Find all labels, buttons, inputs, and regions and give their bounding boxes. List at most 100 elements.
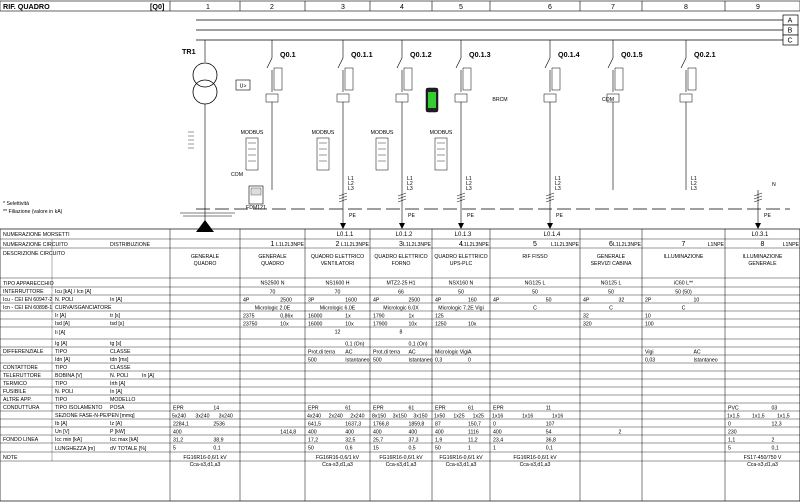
cell-value: 230: [728, 430, 737, 436]
row-sublabel: P [kW]: [110, 429, 126, 435]
header-code: [Q0]: [150, 2, 164, 11]
cell-value: 500: [373, 358, 382, 364]
cell-value: AC: [693, 350, 700, 356]
row-sublabel: Idn [A]: [55, 357, 71, 363]
row-sublabel: tdn [ms]: [110, 357, 129, 363]
circuit-description: FORNO: [392, 261, 411, 267]
cell-value: Micrologic 6.0E: [320, 306, 356, 312]
row-sublabel: POSA: [110, 405, 125, 411]
note-text: Cca-s3,d1,a3: [190, 462, 221, 468]
row-sublabel: Irth [A]: [110, 381, 126, 387]
phase-label: L1: [691, 176, 697, 182]
pe-label: PE: [556, 213, 563, 219]
cell-value: 50: [546, 298, 552, 304]
circuit-number: 4: [459, 241, 463, 248]
cell-value: 0,03: [645, 358, 655, 364]
cell-value: Vigi: [645, 350, 654, 356]
cell-value: 100: [645, 322, 654, 328]
phase-label: L3: [555, 186, 561, 192]
cell-value: 8: [400, 330, 403, 336]
row-label: NUMERAZIONE CIRCUITO: [3, 242, 68, 248]
cell-value: Istantaneo: [408, 358, 432, 364]
cell-value: 1x25: [453, 414, 464, 420]
phase-hatch: [456, 195, 466, 200]
note-text: Cca-s3,d1,a3: [747, 462, 778, 468]
circuit-number: 6: [609, 241, 613, 248]
cell-value: 400: [308, 430, 317, 436]
breaker-release: [336, 93, 350, 103]
terminal-code: L1L2L3NPE: [341, 242, 370, 248]
cell-value: MTZ2-25 H1: [386, 281, 415, 287]
breaker-release: [265, 93, 279, 103]
phase-hatch: [545, 198, 555, 203]
cell-value: 1116: [468, 430, 479, 436]
cell-value: 50: [458, 290, 464, 296]
phase-label: L2: [691, 181, 697, 187]
cell-value: 23750: [243, 322, 258, 328]
cell-value: 1790: [373, 314, 385, 320]
cell-value: 400: [435, 430, 444, 436]
header-column-number: 4: [400, 4, 404, 11]
phase-label: L1: [407, 176, 413, 182]
phase-hatch: [338, 198, 348, 203]
cell-value: 66: [398, 290, 404, 296]
cell-value: 125: [435, 314, 444, 320]
row-sublabel: TIPO: [55, 365, 67, 371]
breaker-Q0-2-1: Q0.2.1: [679, 40, 716, 190]
cell-value: 87: [435, 422, 441, 428]
row-sublabel: DISTRIBUZIONE: [110, 242, 151, 248]
cell-value: 1637,3: [345, 422, 361, 428]
cell-value: 50: [435, 446, 441, 452]
table-frame: [0, 228, 800, 502]
cell-value: 1766,8: [373, 422, 389, 428]
busbar-name: A: [788, 18, 793, 25]
cell-value: 50 (50): [675, 290, 692, 296]
output-arrow: [458, 223, 464, 229]
breaker-id: Q0.1.5: [621, 50, 643, 59]
header-column-number: 1: [206, 4, 210, 11]
row-sublabel: Icc min [kA]: [55, 437, 82, 443]
cell-value: 32,5: [345, 438, 355, 444]
transformer-label: TR1: [182, 47, 196, 56]
cell-value: 1: [468, 446, 471, 452]
breaker-release: [679, 93, 693, 103]
note-text: Cca-s3,d1,a3: [386, 462, 417, 468]
cell-value: 0: [468, 358, 471, 364]
row-label: CONTATTORE: [3, 365, 38, 371]
phase-hatch: [397, 192, 407, 197]
breaker-trip-unit: [614, 67, 624, 91]
cell-value: EPR: [308, 406, 319, 412]
breaker-contact: [607, 57, 614, 69]
cell-value: 400: [373, 430, 382, 436]
header-column-number: 6: [548, 4, 552, 11]
cell-value: 400: [345, 430, 354, 436]
breaker-Q0-1-5: Q0.1.5: [606, 40, 643, 190]
row-sublabel: LUNGHEZZA [m]: [55, 446, 95, 452]
cell-value: 32: [583, 314, 589, 320]
modbus-label: MODBUS: [312, 130, 335, 136]
circuit-description: QUADRO ELETTRICO: [311, 254, 364, 260]
row-sublabel: Icc max [kA]: [110, 437, 139, 443]
busbar-name: B: [788, 28, 793, 35]
header-column-number: 2: [270, 4, 274, 11]
cell-value: 2: [618, 430, 621, 436]
row-label: TIPO APPARECCHIO: [3, 281, 54, 287]
phase-hatch: [545, 192, 555, 197]
cell-value: 1,1: [728, 438, 735, 444]
row-sublabel: Ir [A]: [55, 313, 67, 319]
cell-value: 2536: [213, 422, 225, 428]
header-title: RIF. QUADRO: [3, 2, 50, 11]
note-text: FG16R16-0,6/1 kV: [439, 455, 483, 461]
row-sublabel: Isd [A]: [55, 321, 70, 327]
terminal-code: L1NPE: [708, 242, 725, 248]
cell-value: 320: [583, 322, 592, 328]
cell-value: 5x240: [172, 414, 186, 420]
breaker-Q0-1: Q0.1: [265, 40, 296, 190]
cell-value: A: [468, 350, 472, 356]
cell-value: 37,3: [408, 438, 418, 444]
transformer-winding-secondary: [192, 79, 218, 105]
note-text: FS17-450/750 V: [744, 455, 782, 461]
cell-value: 50: [608, 290, 614, 296]
phase-label: L1: [555, 176, 561, 182]
row-sublabel: Ii [A]: [55, 330, 66, 336]
